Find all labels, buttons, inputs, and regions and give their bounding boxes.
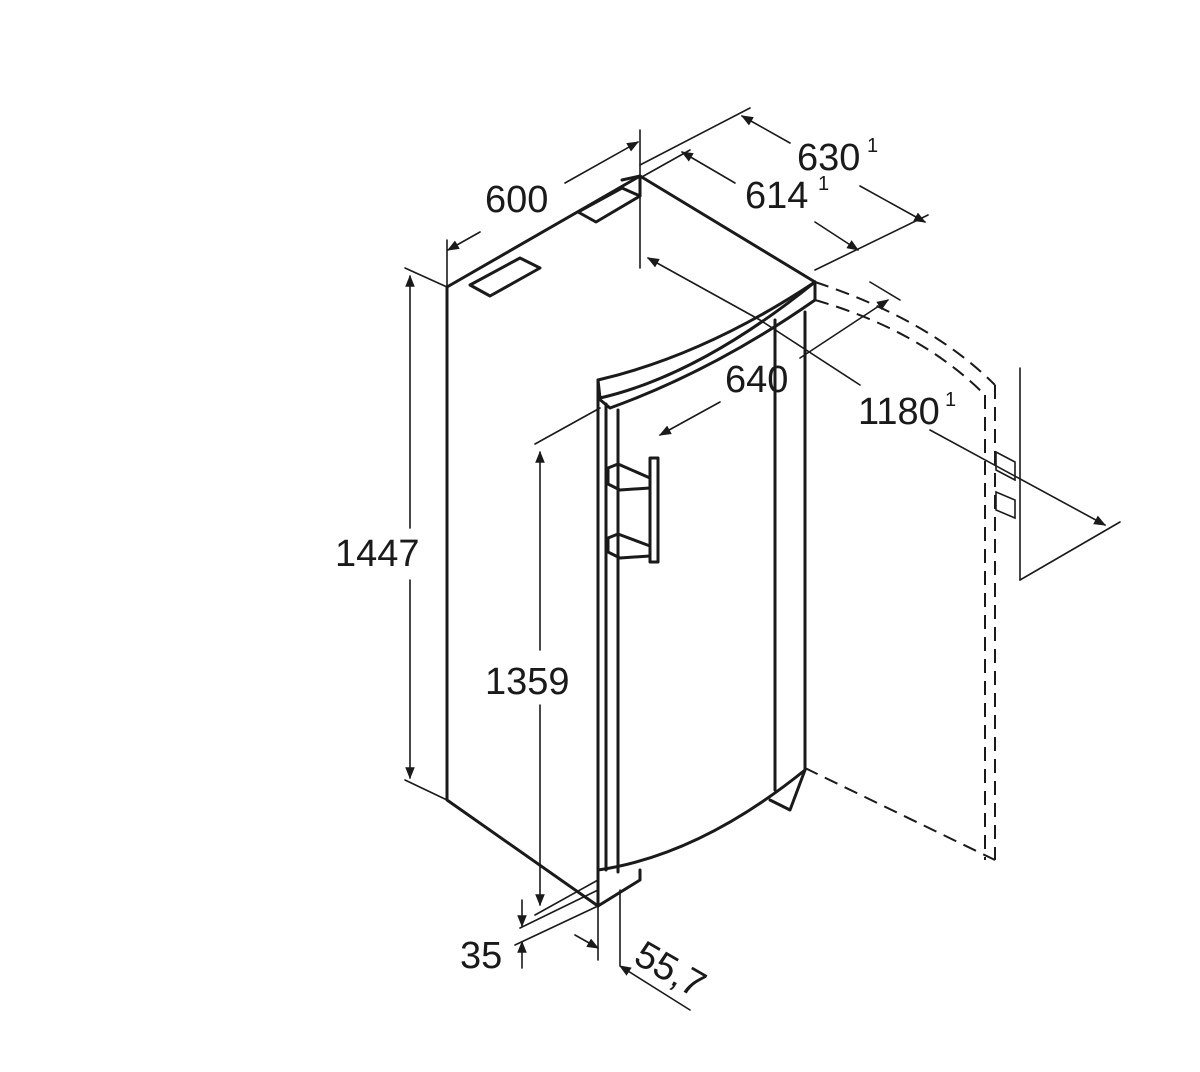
label-height-total: 1447 xyxy=(335,533,420,575)
door xyxy=(596,396,807,874)
dim-width xyxy=(446,129,641,288)
door-handle xyxy=(606,456,660,564)
dim-height-door xyxy=(534,407,601,916)
dim-depth-door xyxy=(639,195,901,436)
dim-height-total xyxy=(404,267,448,801)
label-height-door: 1359 xyxy=(485,661,570,703)
label-door-open: 1180 xyxy=(858,391,940,433)
note-depth-body: 1 xyxy=(818,173,829,195)
dim-depth-body xyxy=(639,149,860,251)
dim-door-offset xyxy=(574,889,691,1011)
note-door-open: 1 xyxy=(945,389,956,411)
label-foot-height: 35 xyxy=(460,935,502,977)
dimension-labels: 600 630 1 614 1 640 1180 1 1447 1359 35 … xyxy=(335,135,956,1007)
door-open-outline xyxy=(804,281,1016,861)
label-width: 600 xyxy=(485,179,548,221)
dim-door-open xyxy=(759,319,1121,581)
note-depth-total: 1 xyxy=(867,135,878,157)
label-door-offset: 55,7 xyxy=(628,933,713,1006)
dim-depth-total xyxy=(639,107,929,271)
label-depth-body: 614 xyxy=(745,175,808,217)
label-depth-total: 630 xyxy=(797,137,860,179)
label-depth-door: 640 xyxy=(725,359,788,401)
cabinet-body xyxy=(445,174,817,908)
dim-foot-height xyxy=(514,889,599,969)
